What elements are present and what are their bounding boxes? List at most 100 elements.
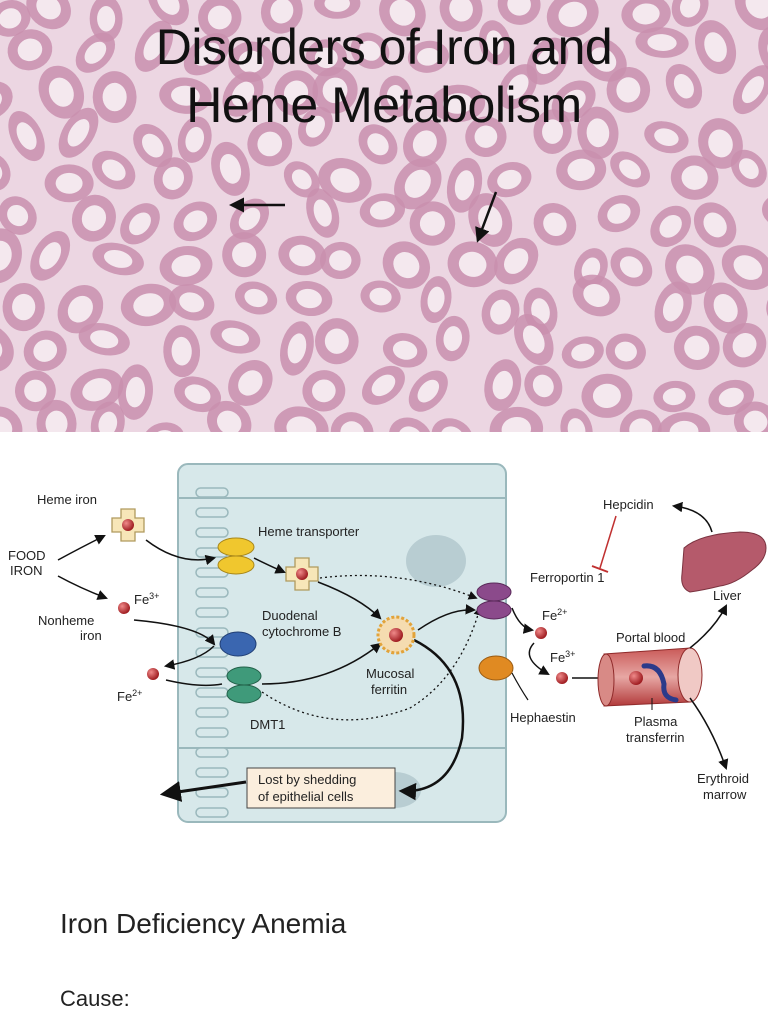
red-blood-cell [524, 365, 563, 407]
red-blood-cell [0, 228, 22, 284]
heme-iron-label: Heme iron [37, 492, 97, 507]
red-blood-cell [653, 380, 696, 413]
dmt1-label: DMT1 [250, 717, 285, 732]
red-blood-cell [670, 155, 719, 200]
cytochrome-b-label: cytochrome B [262, 624, 341, 639]
red-blood-cell [222, 232, 267, 278]
red-blood-cell [533, 203, 577, 246]
red-blood-cell [605, 333, 646, 370]
portal-blood-vessel [597, 647, 703, 707]
slide-title-line-1: Disorders of Iron and [155, 19, 613, 75]
red-blood-cell [621, 0, 671, 34]
dmt1-transporter [226, 666, 262, 704]
red-blood-cell [408, 370, 448, 412]
heme-cross-left [111, 508, 145, 542]
red-blood-cell [0, 406, 23, 432]
red-blood-cell [26, 0, 71, 30]
red-blood-cell [382, 241, 431, 289]
red-blood-cell [118, 364, 153, 420]
red-blood-cell [8, 111, 45, 162]
red-blood-cell [360, 280, 401, 313]
microvillus [195, 687, 229, 698]
red-blood-cell [657, 412, 711, 432]
red-blood-cell [142, 422, 185, 432]
red-blood-cell [206, 400, 252, 432]
erythroid-label: Erythroid [697, 771, 749, 786]
red-blood-cell [407, 40, 449, 73]
red-blood-cell [92, 71, 137, 123]
red-blood-cell [92, 150, 136, 190]
microvillus [195, 747, 229, 758]
red-blood-cell [447, 241, 498, 288]
slide-title-line-2: Heme Metabolism [186, 77, 582, 133]
red-blood-cell [90, 401, 125, 432]
fe2-left-dot [147, 668, 159, 680]
red-blood-cell [298, 106, 333, 147]
heme-cross-inside [285, 557, 319, 591]
red-blood-cell [465, 116, 507, 158]
red-blood-cell [581, 373, 633, 418]
food-iron-label: FOOD IRON [8, 548, 46, 578]
microvillus [195, 767, 229, 778]
red-blood-cell [497, 0, 541, 25]
red-blood-cell [177, 116, 212, 163]
red-blood-cell [619, 409, 662, 432]
red-blood-cell [134, 20, 174, 72]
fe3-right-label: Fe3+ [550, 649, 575, 665]
red-blood-cell [283, 161, 320, 198]
inhibition-bar [591, 565, 609, 573]
red-blood-cell [0, 152, 11, 192]
red-blood-cell [610, 247, 653, 287]
nonheme-iron-label: iron [80, 628, 102, 643]
hephaestin-label: Hephaestin [510, 710, 576, 725]
red-blood-cell [359, 193, 406, 228]
red-blood-cell [174, 376, 222, 413]
red-blood-cell [487, 161, 532, 198]
ferroportin-label: Ferroportin 1 [530, 570, 604, 585]
mucosal-ferritin [376, 615, 416, 655]
cytochrome-b [219, 631, 257, 657]
red-blood-cell [635, 27, 689, 58]
red-blood-cell [431, 418, 473, 432]
red-blood-cell [234, 281, 278, 315]
red-blood-cell [572, 274, 621, 317]
red-blood-cell [38, 65, 85, 119]
red-blood-cell [0, 81, 13, 121]
red-blood-cell [211, 141, 250, 196]
red-blood-cell [92, 242, 144, 276]
red-blood-cell [489, 406, 544, 432]
hepcidin-label: Hepcidin [603, 497, 654, 512]
microvillus [195, 707, 229, 718]
red-blood-cell [673, 325, 720, 370]
epithelial-cells [177, 463, 507, 823]
red-blood-cell [379, 0, 426, 37]
liver-label: Liver [713, 588, 742, 603]
red-blood-cell [120, 203, 160, 245]
red-blood-cell [481, 289, 520, 335]
red-blood-cell [274, 406, 329, 432]
red-blood-cell [318, 157, 372, 203]
red-blood-cell [665, 63, 703, 109]
red-blood-cell [0, 0, 31, 37]
duodenal-label: Duodenal [262, 608, 318, 623]
smear-arrow-down [475, 191, 498, 243]
red-blood-cell [147, 0, 189, 26]
iron-label: IRON [10, 563, 43, 578]
red-blood-cell [362, 365, 405, 405]
microvillus [195, 807, 229, 818]
red-blood-cell [597, 194, 641, 233]
red-blood-cell [120, 283, 177, 327]
transferrin-label: transferrin [626, 730, 685, 745]
iron-dot [122, 519, 134, 531]
red-blood-cell [133, 123, 173, 168]
red-blood-cell [358, 124, 398, 165]
shedding-line-2: of epithelial cells [258, 789, 354, 804]
red-blood-cell [721, 245, 768, 290]
red-blood-cell [551, 80, 596, 122]
red-blood-cell [163, 325, 201, 378]
red-blood-cell [198, 0, 242, 40]
red-blood-cell [730, 149, 767, 188]
red-blood-cell [698, 118, 743, 169]
red-blood-cell [435, 315, 470, 362]
red-blood-cell [319, 241, 361, 280]
